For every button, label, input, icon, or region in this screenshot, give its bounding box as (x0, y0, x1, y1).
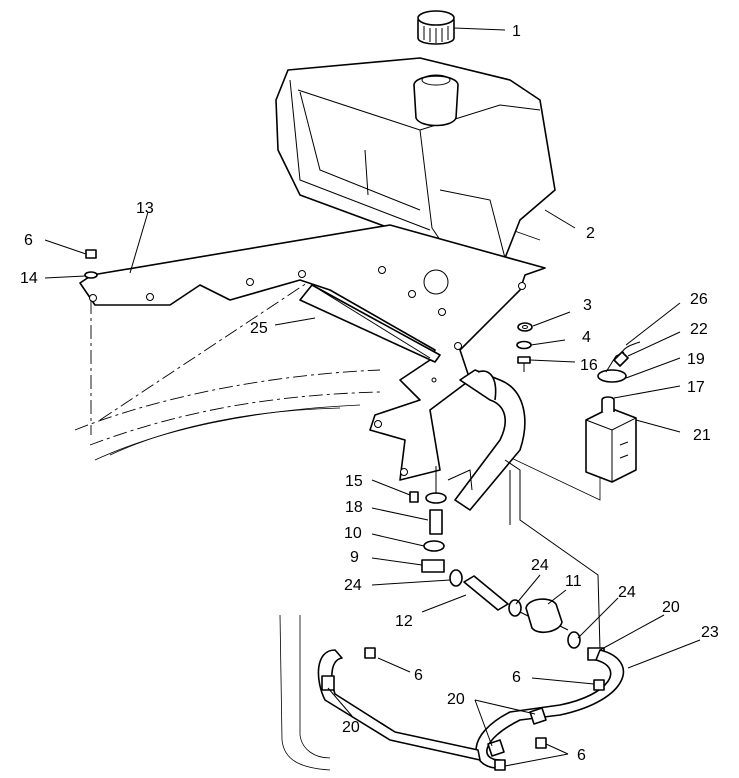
callout-2: 2 (586, 225, 595, 242)
callout-11: 11 (565, 573, 582, 590)
callout-6-lower-left: 6 (414, 667, 423, 684)
fuel-tank (275, 57, 556, 276)
callout-1: 1 (512, 23, 521, 40)
callout-19: 19 (687, 351, 705, 368)
callout-3: 3 (583, 297, 592, 314)
callout-14: 14 (20, 270, 38, 287)
callout-13: 13 (136, 200, 154, 217)
fuel-line-components (317, 466, 625, 771)
left-bolt-washer (84, 249, 98, 435)
callout-24-mid: 24 (531, 557, 549, 574)
leader-lines (44, 27, 701, 767)
callout-20-bottom: 20 (447, 691, 465, 708)
callout-18: 18 (345, 499, 363, 516)
vent-hose-assembly (597, 341, 641, 383)
support-bracket (299, 284, 441, 363)
callout-9: 9 (350, 549, 359, 566)
callout-17: 17 (687, 379, 705, 396)
washer-and-bolt-group (516, 322, 533, 372)
callout-24-right: 24 (618, 584, 636, 601)
callout-20-right: 20 (662, 599, 680, 616)
callout-20-left: 20 (342, 719, 360, 736)
callout-16: 16 (580, 357, 598, 374)
callout-6-bottom: 6 (577, 747, 586, 764)
callout-6-left: 6 (24, 232, 33, 249)
callout-22: 22 (690, 321, 708, 338)
callout-15: 15 (345, 473, 363, 490)
callout-6-lower-mid: 6 (512, 669, 521, 686)
tank-mounting-plate (79, 224, 546, 481)
frame-upright (447, 369, 601, 651)
callout-4: 4 (582, 329, 591, 346)
callout-23: 23 (701, 624, 719, 641)
fuel-cap (417, 10, 455, 45)
callout-labels: 1 2 3 4 6 6 6 6 9 10 11 12 13 14 15 16 1… (20, 23, 719, 764)
callout-25: 25 (250, 320, 268, 337)
vent-bottle (585, 396, 637, 483)
callout-26: 26 (690, 291, 708, 308)
callout-10: 10 (344, 525, 362, 542)
callout-21: 21 (693, 427, 711, 444)
frame-ghost-lines (74, 209, 601, 771)
callout-12: 12 (395, 613, 413, 630)
callout-24-left: 24 (344, 577, 362, 594)
